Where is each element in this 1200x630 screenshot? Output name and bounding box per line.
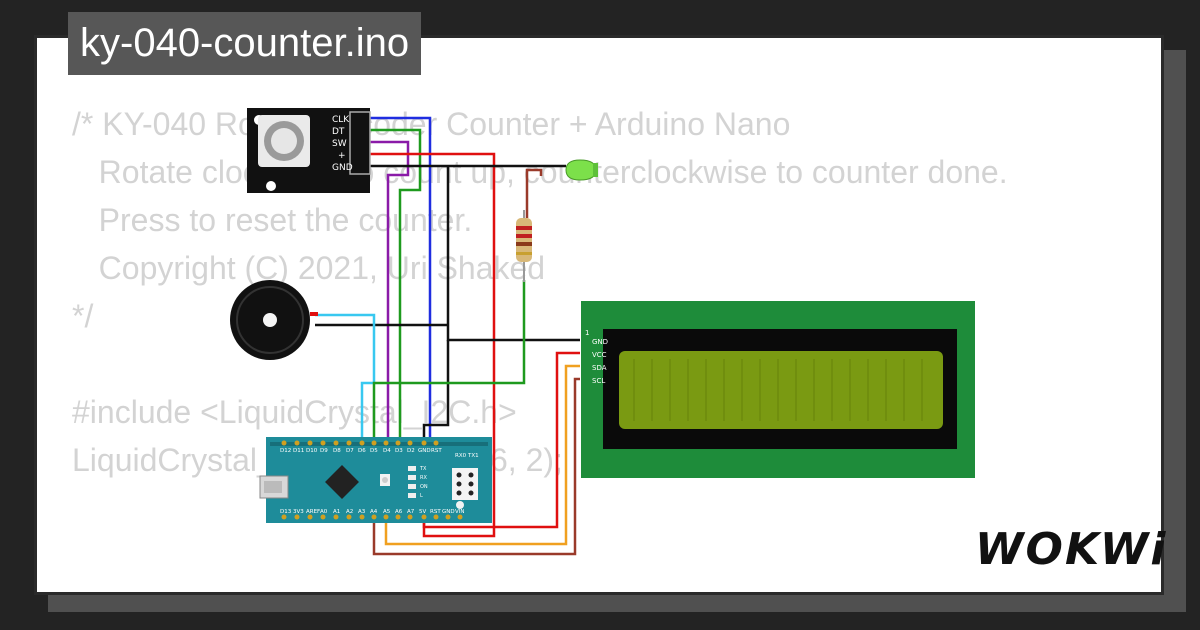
nano-led-label: ON xyxy=(420,484,428,490)
nano-pin-label: D6 xyxy=(358,448,366,454)
nano-pin-label: A6 xyxy=(395,509,403,515)
nano-pin-label: D7 xyxy=(346,448,354,454)
nano-pin-label: GND xyxy=(442,509,455,515)
code-background: /* KY-040 Rotary Encoder Counter + Ardui… xyxy=(72,100,1008,484)
lcd-pin1-label: 1 xyxy=(585,329,589,337)
code-line: Rotate clockwise to count up, counterclo… xyxy=(72,154,1008,190)
nano-led-label: TX xyxy=(419,466,427,472)
nano-pin-label: TX1 xyxy=(467,453,479,459)
nano-pin-label: D13 xyxy=(280,509,292,515)
nano-pin-label: RX0 xyxy=(455,453,467,459)
nano-pin-label: AREF xyxy=(306,509,320,515)
nano-pin-label: D9 xyxy=(320,448,328,454)
nano-pin-label: A2 xyxy=(346,509,353,515)
nano-pin-label: RST xyxy=(430,509,441,515)
lcd-pin-label: SCL xyxy=(592,377,605,385)
lcd-display[interactable]: 1 GND VCC SDA SCL xyxy=(581,301,975,478)
lcd-pin-label: VCC xyxy=(592,351,607,359)
nano-pin-label: VIN xyxy=(455,509,465,515)
encoder-pin-label: SW xyxy=(332,139,347,149)
nano-pin-label: GND xyxy=(418,448,431,454)
nano-pin-label: A3 xyxy=(358,509,366,515)
nano-pin-label: D8 xyxy=(333,448,341,454)
encoder-pin-label: + xyxy=(338,151,346,161)
nano-pin-label: D10 xyxy=(306,448,318,454)
encoder-pin-label: GND xyxy=(332,163,353,173)
nano-pin-label: A1 xyxy=(333,509,340,515)
nano-pin-label: RST xyxy=(431,448,442,454)
code-line: */ xyxy=(72,298,94,334)
nano-pin-label: D11 xyxy=(293,448,304,454)
nano-pin-label: 3V3 xyxy=(293,509,304,515)
nano-pin-label: 5V xyxy=(419,509,426,515)
code-line: Copyright (C) 2021, Uri Shaked xyxy=(72,250,546,286)
nano-pin-label: D12 xyxy=(280,448,291,454)
buzzer[interactable] xyxy=(230,280,318,360)
code-line: Press to reset the counter. xyxy=(72,202,473,238)
nano-pin-label: A7 xyxy=(407,509,415,515)
nano-pin-label: A4 xyxy=(370,509,378,515)
encoder-pin-label: DT xyxy=(332,127,345,137)
nano-pin-label: A5 xyxy=(383,509,391,515)
nano-pin-label: D2 xyxy=(407,448,415,454)
nano-pin-label: D4 xyxy=(383,448,391,454)
nano-pin-label: A0 xyxy=(320,509,328,515)
code-line: #include <LiquidCrystal_I2C.h> xyxy=(72,394,517,430)
nano-led-label: L xyxy=(420,493,423,499)
arduino-nano[interactable]: D12 D11 D10 D9 D8 D7 D6 D5 D4 D3 D2 GND … xyxy=(259,437,492,523)
green-led[interactable] xyxy=(565,159,598,181)
lcd-pin-label: SDA xyxy=(592,364,607,372)
lcd-pin-label: GND xyxy=(592,338,608,346)
nano-pin-label: D3 xyxy=(395,448,403,454)
wires xyxy=(315,116,580,556)
nano-led-label: RX xyxy=(420,475,427,481)
resistor[interactable] xyxy=(516,210,532,282)
sketch-title: ky-040-counter.ino xyxy=(68,12,422,75)
wokwi-logo: WOKWi xyxy=(975,524,1168,575)
encoder-pin-label: CLK xyxy=(332,115,350,125)
rotary-encoder[interactable]: CLK DT SW + GND xyxy=(247,108,371,193)
nano-pin-label: D5 xyxy=(370,448,378,454)
